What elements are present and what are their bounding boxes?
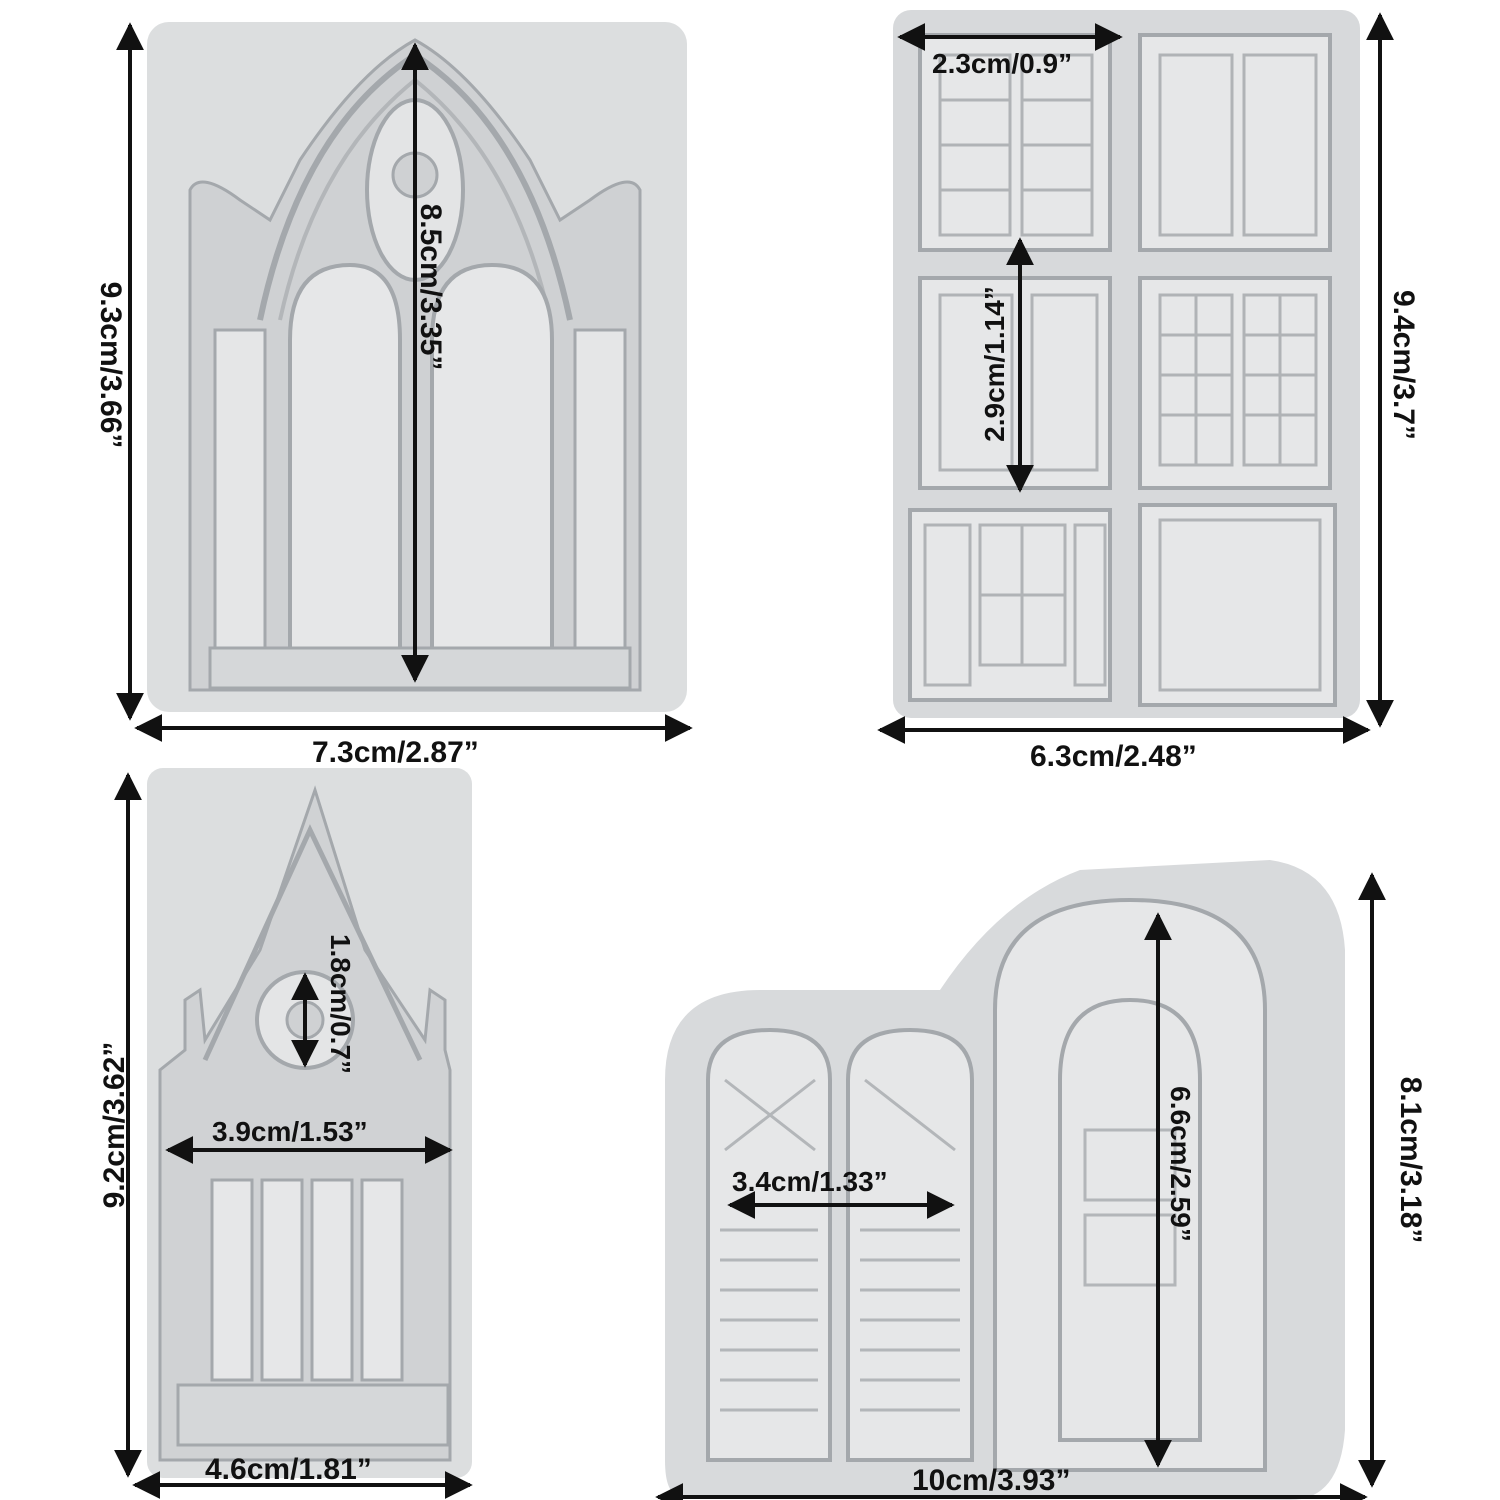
gothic-arch-mold: [147, 22, 687, 712]
cathedral-height-label: 9.2cm/3.62”: [98, 1041, 131, 1209]
cathedral-window-mold: [147, 768, 472, 1478]
six-window-inner-height-label: 2.9cm/1.14”: [979, 286, 1010, 442]
shutter-mold-width-label: 10cm/3.93”: [912, 1464, 1071, 1497]
shutter-window-mold: [665, 860, 1345, 1500]
six-window-mold: [893, 10, 1360, 718]
dimension-arrows: [114, 12, 1394, 1500]
arch-height-label: 9.3cm/3.66”: [94, 281, 127, 449]
six-window-width-label: 6.3cm/2.48”: [1030, 740, 1197, 773]
cathedral-width-label: 4.6cm/1.81”: [205, 1453, 372, 1486]
shutter-width-label: 3.4cm/1.33”: [732, 1166, 888, 1197]
six-window-inner-width-label: 2.3cm/0.9”: [932, 48, 1073, 79]
cathedral-inner-width-label: 3.9cm/1.53”: [212, 1116, 368, 1147]
shutter-mold-height-label: 8.1cm/3.18”: [1394, 1076, 1427, 1244]
arch-inner-height-label: 8.5cm/3.35”: [414, 203, 447, 371]
arch-width-label: 7.3cm/2.87”: [312, 736, 479, 769]
six-window-height-label: 9.4cm/3.7”: [1387, 289, 1420, 441]
cathedral-rose-label: 1.8cm/0.7”: [325, 933, 356, 1075]
arched-window-height-label: 6.6cm/2.59”: [1165, 1086, 1196, 1242]
